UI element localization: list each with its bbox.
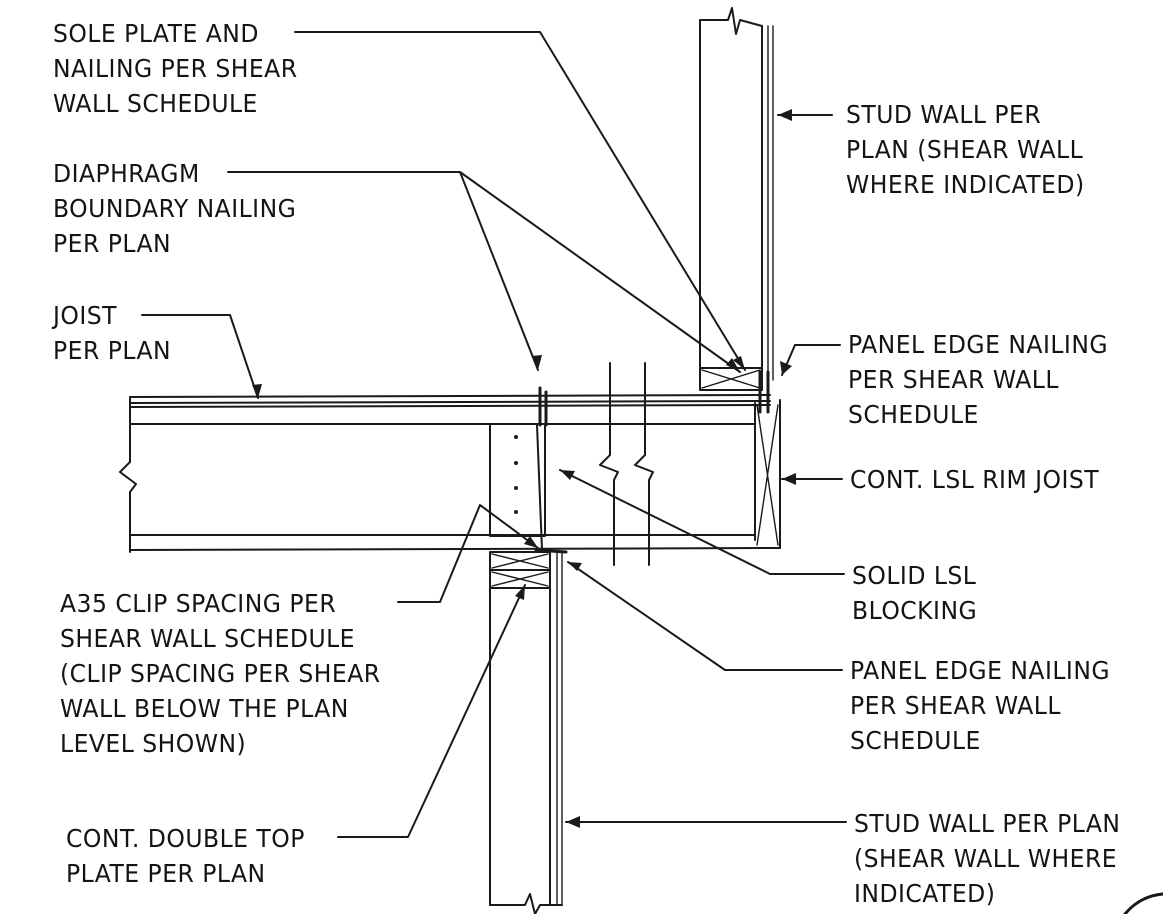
callout-a35-clip: A35 CLIP SPACING PER SHEAR WALL SCHEDULE…: [60, 589, 381, 758]
callout-rim-joist: CONT. LSL RIM JOIST: [850, 465, 1100, 494]
callout-stud-wall-lower: STUD WALL PER PLAN (SHEAR WALL WHERE IND…: [854, 809, 1121, 908]
callout-panel-edge-lower: PANEL EDGE NAILING PER SHEAR WALL SCHEDU…: [850, 656, 1111, 755]
leader-lines: [141, 31, 847, 838]
nails: [536, 370, 770, 551]
callout-diaphragm: DIAPHRAGM BOUNDARY NAILING PER PLAN: [53, 159, 297, 258]
corner-mark: [1123, 892, 1163, 914]
floor-joist: [119, 394, 781, 553]
callout-joist: JOIST PER PLAN: [53, 301, 172, 365]
solid-blocking: [489, 423, 546, 537]
callout-solid-blocking: SOLID LSL BLOCKING: [852, 561, 978, 625]
arrowheads: [252, 109, 796, 828]
callout-sole-plate: SOLE PLATE AND NAILING PER SHEAR WALL SC…: [53, 19, 298, 118]
callout-panel-edge-upper: PANEL EDGE NAILING PER SHEAR WALL SCHEDU…: [848, 330, 1109, 429]
rim-joist: [754, 399, 781, 549]
break-lines: [599, 362, 654, 566]
callout-stud-wall-upper: STUD WALL PER PLAN (SHEAR WALL WHERE IND…: [846, 100, 1085, 199]
sole-plate: [699, 367, 763, 391]
upper-stud-wall: [699, 7, 774, 381]
callout-double-top-plate: CONT. DOUBLE TOP PLATE PER PLAN: [66, 824, 305, 888]
lower-stud-wall: [489, 548, 568, 914]
